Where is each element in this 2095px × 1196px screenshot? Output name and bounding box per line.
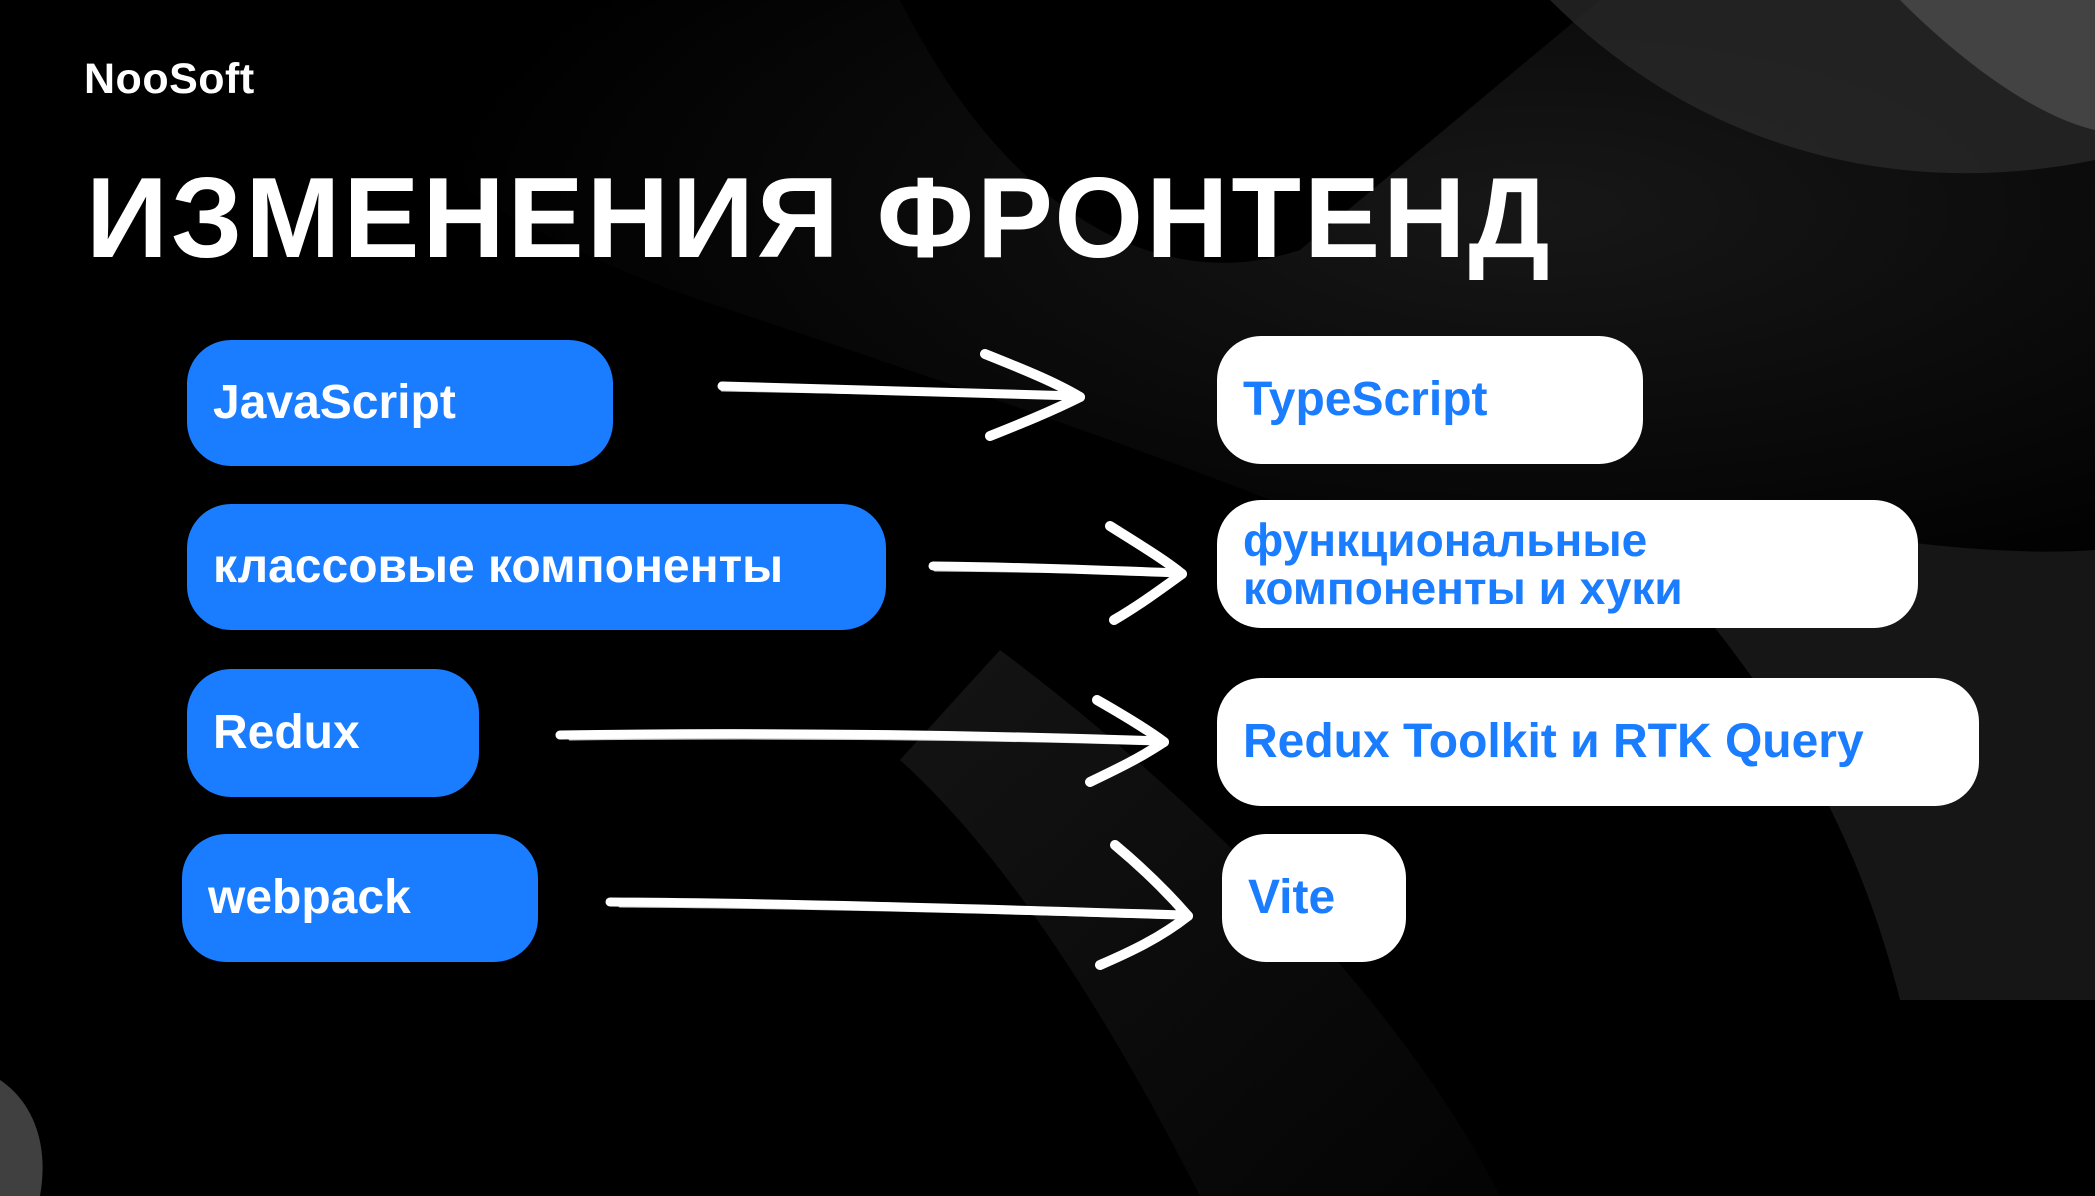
new-tech-redux-toolkit-rtk-query: Redux Toolkit и RTK Query xyxy=(1217,678,1979,806)
old-tech-label: Redux xyxy=(213,706,360,760)
page-title: ИЗМЕНЕНИЯ ФРОНТЕНД xyxy=(86,155,1553,282)
old-tech-javascript: JavaScript xyxy=(187,340,613,466)
noosoft-logo: NooSoft xyxy=(84,55,255,103)
old-tech-redux: Redux xyxy=(187,669,479,797)
new-tech-label-line1: функциональные xyxy=(1243,513,1648,566)
new-tech-label: Vite xyxy=(1248,871,1336,925)
new-tech-label: TypeScript xyxy=(1243,373,1488,427)
old-tech-class-components: классовые компоненты xyxy=(187,504,886,630)
new-tech-typescript: TypeScript xyxy=(1217,336,1643,464)
new-tech-label-line2: компоненты и хуки xyxy=(1243,562,1683,614)
new-tech-label: Redux Toolkit и RTK Query xyxy=(1243,715,1864,769)
new-tech-vite: Vite xyxy=(1222,834,1406,962)
old-tech-label: классовые компоненты xyxy=(213,540,784,594)
old-tech-webpack: webpack xyxy=(182,834,538,962)
new-tech-functional-components-hooks: функциональные компоненты и хуки xyxy=(1217,500,1918,628)
new-tech-label: функциональные компоненты и хуки xyxy=(1243,516,1683,613)
old-tech-label: JavaScript xyxy=(213,376,456,430)
old-tech-label: webpack xyxy=(208,871,411,925)
